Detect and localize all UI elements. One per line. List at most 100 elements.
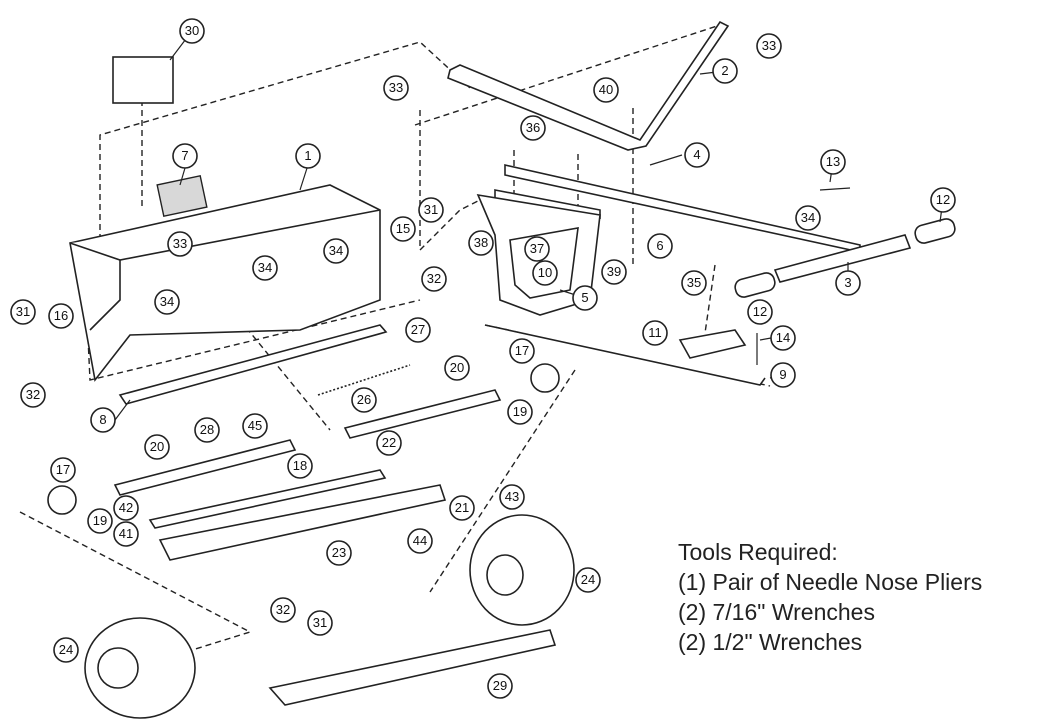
wheel-right <box>469 514 575 626</box>
callout-36: 36 <box>520 115 546 141</box>
callout-11: 11 <box>642 320 668 346</box>
svg-text:35: 35 <box>687 275 701 290</box>
svg-text:42: 42 <box>119 500 133 515</box>
svg-text:24: 24 <box>581 572 595 587</box>
callout-33b: 33 <box>383 75 409 101</box>
svg-text:15: 15 <box>396 221 410 236</box>
callout-31c: 31 <box>307 610 333 636</box>
svg-text:33: 33 <box>389 80 403 95</box>
callout-23: 23 <box>326 540 352 566</box>
svg-text:7: 7 <box>181 148 188 163</box>
svg-text:2: 2 <box>721 63 728 78</box>
svg-text:11: 11 <box>648 325 662 340</box>
svg-text:31: 31 <box>313 615 327 630</box>
decal-plate <box>112 56 174 104</box>
callout-22: 22 <box>376 430 402 456</box>
callout-28: 28 <box>194 417 220 443</box>
svg-text:20: 20 <box>450 360 464 375</box>
callout-30: 30 <box>179 18 205 44</box>
callout-13: 13 <box>820 149 846 175</box>
callout-7: 7 <box>172 143 198 169</box>
control-bracket <box>678 329 747 359</box>
spreader-trough <box>158 484 447 561</box>
agitator-bar <box>118 324 388 405</box>
callout-27: 27 <box>405 317 431 343</box>
callout-43: 43 <box>499 484 525 510</box>
svg-text:43: 43 <box>505 489 519 504</box>
callout-10: 10 <box>532 260 558 286</box>
svg-text:17: 17 <box>56 462 70 477</box>
agitator-plate <box>148 469 387 529</box>
svg-text:27: 27 <box>411 322 425 337</box>
svg-text:10: 10 <box>538 265 552 280</box>
svg-text:38: 38 <box>474 235 488 250</box>
callout-24a: 24 <box>575 567 601 593</box>
svg-text:31: 31 <box>16 304 30 319</box>
svg-text:33: 33 <box>762 38 776 53</box>
callout-38: 38 <box>468 230 494 256</box>
callout-9: 9 <box>770 362 796 388</box>
callout-32c: 32 <box>270 597 296 623</box>
svg-text:39: 39 <box>607 264 621 279</box>
svg-text:45: 45 <box>248 418 262 433</box>
callout-8: 8 <box>90 407 116 433</box>
callout-42: 42 <box>113 495 139 521</box>
svg-text:16: 16 <box>54 308 68 323</box>
svg-text:13: 13 <box>826 154 840 169</box>
callout-19b: 19 <box>87 508 113 534</box>
svg-text:23: 23 <box>332 545 346 560</box>
svg-text:12: 12 <box>936 192 950 207</box>
callout-34d: 34 <box>795 205 821 231</box>
callout-34c: 34 <box>154 289 180 315</box>
svg-text:29: 29 <box>493 678 507 693</box>
tool-item: (1) Pair of Needle Nose Pliers <box>678 569 983 595</box>
callout-31a: 31 <box>418 197 444 223</box>
callout-15: 15 <box>390 216 416 242</box>
hub-left <box>47 485 77 515</box>
callout-12a: 12 <box>930 187 956 213</box>
callout-40: 40 <box>593 77 619 103</box>
callout-1: 1 <box>295 143 321 169</box>
callout-37: 37 <box>524 236 550 262</box>
svg-text:21: 21 <box>455 500 469 515</box>
axle-tube <box>773 234 912 283</box>
callout-12b: 12 <box>747 299 773 325</box>
callout-35: 35 <box>681 270 707 296</box>
svg-text:8: 8 <box>99 412 106 427</box>
svg-text:34: 34 <box>801 210 815 225</box>
callout-34b: 34 <box>323 238 349 264</box>
svg-text:20: 20 <box>150 439 164 454</box>
svg-text:6: 6 <box>656 238 663 253</box>
callout-17b: 17 <box>50 457 76 483</box>
callout-20b: 20 <box>144 434 170 460</box>
svg-text:36: 36 <box>526 120 540 135</box>
svg-text:4: 4 <box>693 147 700 162</box>
svg-text:33: 33 <box>173 236 187 251</box>
grip-left <box>734 272 776 298</box>
callout-14: 14 <box>770 325 796 351</box>
svg-text:31: 31 <box>424 202 438 217</box>
svg-text:17: 17 <box>515 343 529 358</box>
svg-text:1: 1 <box>304 148 311 163</box>
callout-18: 18 <box>287 453 313 479</box>
svg-text:32: 32 <box>276 602 290 617</box>
callout-44: 44 <box>407 528 433 554</box>
callout-5: 5 <box>572 285 598 311</box>
svg-text:3: 3 <box>844 275 851 290</box>
svg-text:24: 24 <box>59 642 73 657</box>
svg-text:34: 34 <box>160 294 174 309</box>
callout-17a: 17 <box>509 338 535 364</box>
svg-text:28: 28 <box>200 422 214 437</box>
callout-4: 4 <box>684 142 710 168</box>
svg-text:37: 37 <box>530 241 544 256</box>
svg-text:26: 26 <box>357 392 371 407</box>
svg-text:19: 19 <box>93 513 107 528</box>
callout-41: 41 <box>113 521 139 547</box>
svg-text:5: 5 <box>581 290 588 305</box>
spring <box>317 364 411 396</box>
svg-text:34: 34 <box>258 260 272 275</box>
svg-text:41: 41 <box>119 526 133 541</box>
svg-text:19: 19 <box>513 404 527 419</box>
clevis-pin <box>819 187 851 191</box>
